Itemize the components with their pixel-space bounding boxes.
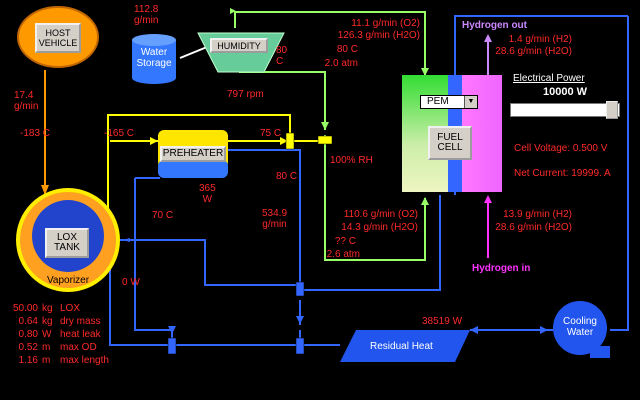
lox-stat-label: max OD xyxy=(60,342,97,353)
humidity-out-pressure-readout: 2.0 atm xyxy=(324,58,358,69)
humidity-rpm-readout: 797 rpm xyxy=(227,89,264,100)
lox-stat-label: dry mass xyxy=(60,316,101,327)
fuel-cell-in-temp-readout: ?? C xyxy=(334,236,356,247)
preheater-power-readout: 365 W xyxy=(199,183,216,205)
cell-voltage-readout: Cell Voltage: 0.500 V xyxy=(514,143,608,154)
lox-stat-label: max length xyxy=(60,355,109,366)
residual-heat-shape xyxy=(340,330,470,362)
electrical-power-label: Electrical Power xyxy=(513,73,585,84)
hydrogen-in-label: Hydrogen in xyxy=(472,263,531,274)
lox-stat-unit: kg xyxy=(42,316,53,327)
coolant-lines xyxy=(109,15,629,350)
lox-stat-value: 50.00 xyxy=(12,303,38,314)
vaporizer-temp-readout: 70 C xyxy=(152,210,174,221)
lox-stat-label: heat leak xyxy=(60,329,101,340)
vaporizer-power-readout: 0 W xyxy=(122,277,140,288)
lox-stat-value: 0.52 xyxy=(18,342,38,353)
lox-stat-value: 0.80 xyxy=(18,329,38,340)
preheater-outlet-temp-readout: 75 C xyxy=(260,128,282,139)
chevron-down-icon[interactable]: ▼ xyxy=(464,96,477,108)
water-storage-label: Water Storage xyxy=(136,47,172,69)
residual-heat-label: Residual Heat xyxy=(370,341,433,352)
cooling-water-shape xyxy=(553,301,610,358)
humidity-button[interactable]: HUMIDITY xyxy=(210,38,268,53)
humidity-out-h2o-readout: 126.3 g/min (H2O) xyxy=(337,30,420,41)
fuel-cell-in-pressure-readout: 2.6 atm xyxy=(326,249,360,260)
vaporizer-label: Vaporizer xyxy=(47,275,90,286)
hydrogen-out-h2-readout: 1.4 g/min (H2) xyxy=(508,34,572,45)
net-current-readout: Net Current: 19999. A xyxy=(514,168,611,179)
hydrogen-in-h2-readout: 13.9 g/min (H2) xyxy=(503,209,572,220)
lox-tank-button[interactable]: LOX TANK xyxy=(45,228,89,258)
lox-stat-value: 1.16 xyxy=(18,355,38,366)
electrical-power-slider-thumb[interactable] xyxy=(606,101,618,119)
host-vehicle-button[interactable]: HOST VEHICLE xyxy=(35,23,81,53)
lox-stat-unit: m xyxy=(42,342,51,353)
lox-stat-unit: m xyxy=(42,355,51,366)
electrical-power-value: 10000 W xyxy=(542,86,588,98)
membrane-type-select[interactable]: PEM ▼ xyxy=(420,95,478,109)
preheater-side-temp-readout: 80 C xyxy=(276,171,298,182)
membrane-type-value: PEM xyxy=(427,96,449,107)
hydrogen-out-label: Hydrogen out xyxy=(462,20,527,31)
hydrogen-in-h2o-readout: 28.6 g/min (H2O) xyxy=(495,222,572,233)
valves xyxy=(167,132,333,355)
cooling-water-label: Cooling Water xyxy=(563,316,597,338)
preheater-inlet-temp-readout: -165 C xyxy=(104,128,135,139)
humidity-out-temp-readout: 80 C xyxy=(336,44,358,55)
lox-stat-value: 0.64 xyxy=(18,316,38,327)
lox-stat-unit: kg xyxy=(42,303,53,314)
lox-temp-readout: -183 C xyxy=(20,128,51,139)
water-flow-readout: 112.8 g/min xyxy=(134,4,159,26)
humidity-out-o2-readout: 11.1 g/min (O2) xyxy=(351,18,420,29)
fuel-cell-in-h2o-readout: 14.3 g/min (H2O) xyxy=(341,222,418,233)
fuel-cell-button[interactable]: FUEL CELL xyxy=(428,126,472,160)
lox-stat-label: LOX xyxy=(60,303,81,314)
lox-feed-flow-readout: 17.4 g/min xyxy=(14,90,39,112)
lox-stat-unit: W xyxy=(42,329,52,340)
fuel-cell-in-o2-readout: 110.6 g/min (O2) xyxy=(343,209,418,220)
preheater-button[interactable]: PREHEATER xyxy=(160,146,226,162)
water-storage-line xyxy=(179,46,208,59)
electrical-power-slider[interactable] xyxy=(510,103,620,117)
humidity-temp-readout: 80 C xyxy=(276,45,288,67)
hydrogen-out-h2o-readout: 28.6 g/min (H2O) xyxy=(495,46,572,57)
relative-humidity-readout: 100% RH xyxy=(330,155,373,166)
coolant-flow-readout: 534.9 g/min xyxy=(262,208,288,230)
residual-heat-power-readout: 38519 W xyxy=(422,316,463,327)
water-storage-shape xyxy=(132,34,176,84)
